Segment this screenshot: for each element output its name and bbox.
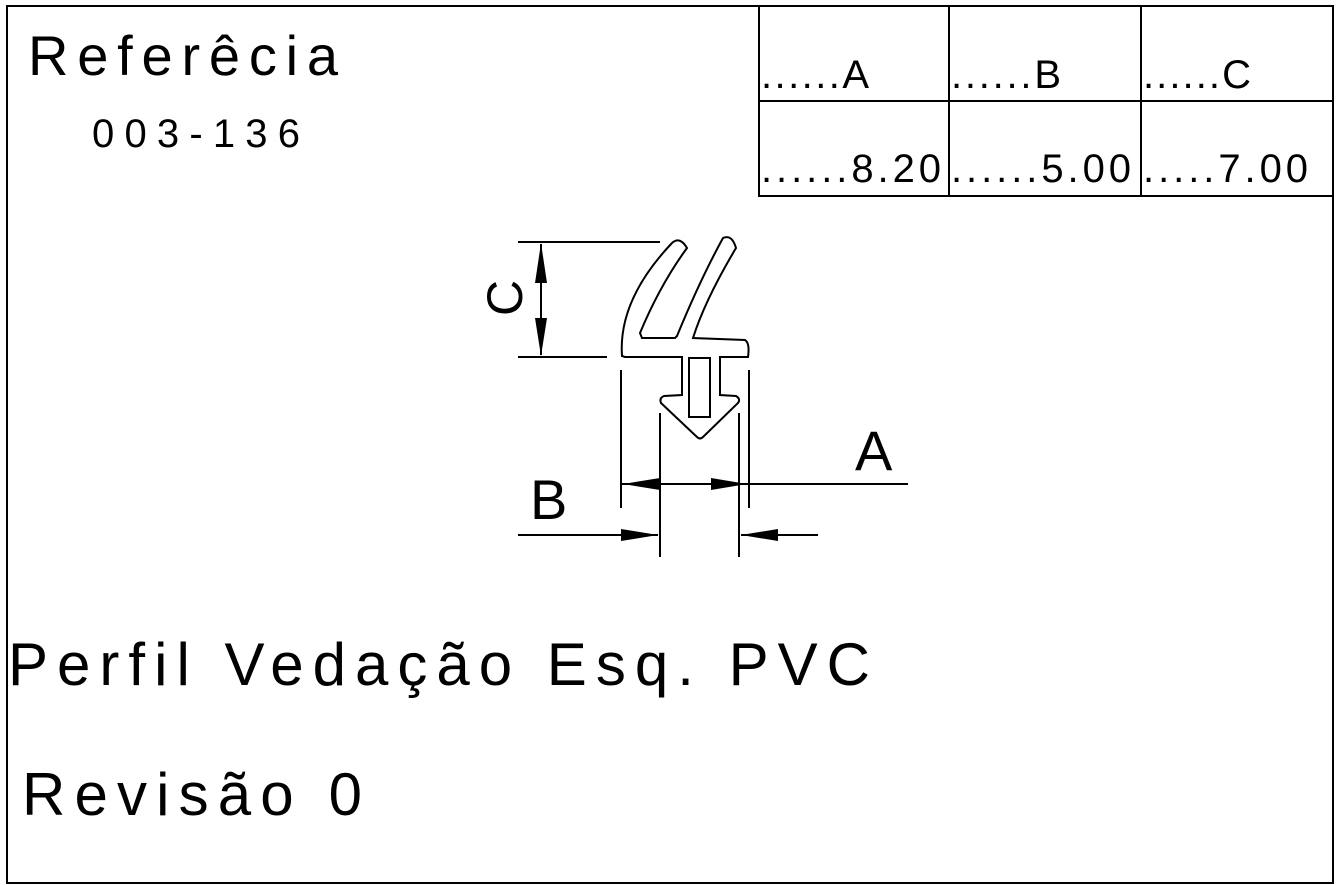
profile-outline: [620, 236, 750, 440]
dimension-table: ......A ......B ......C ......8.20 .....…: [758, 6, 1333, 197]
dimension-b: B: [518, 413, 818, 557]
label-c: C: [477, 280, 533, 316]
dimension-a: A: [620, 370, 908, 508]
table-value-b: ......5.00: [951, 147, 1131, 191]
reference-label: Referêcia: [28, 24, 339, 87]
sheet-border: [6, 5, 1334, 884]
dimension-c: C: [477, 241, 660, 358]
part-description: Perfil Vedação Esq. PVC: [8, 631, 870, 698]
reference-code: 003-136: [92, 112, 300, 156]
table-header-b: ......B: [951, 53, 1061, 97]
label-b: B: [530, 468, 567, 531]
profile-slot: [688, 357, 711, 418]
table-value-c: .....7.00: [1143, 147, 1308, 191]
table-header-a: ......A: [761, 53, 869, 97]
table-value-a: ......8.20: [761, 147, 941, 191]
table-grid: [758, 6, 1333, 197]
label-a: A: [855, 419, 893, 482]
revision-label: Revisão 0: [22, 761, 362, 828]
seal-profile-drawing: C A B: [477, 236, 908, 557]
table-header-c: ......C: [1143, 53, 1251, 97]
